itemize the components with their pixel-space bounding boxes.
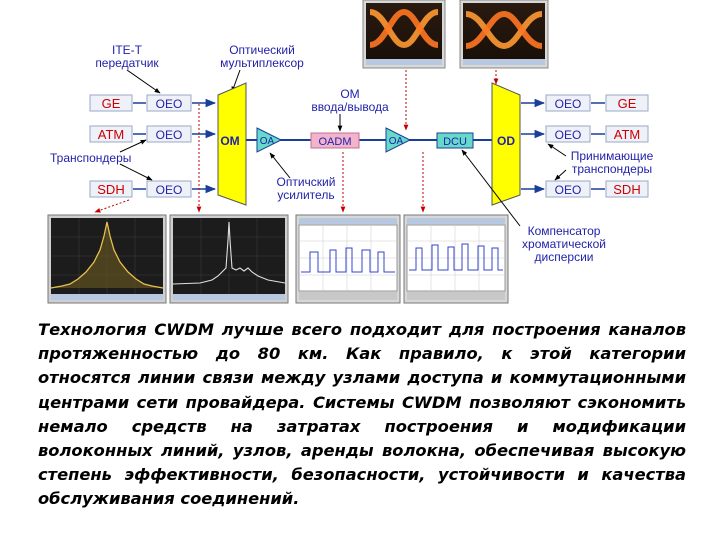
label-dispersion-comp-1: Компенсатор (528, 224, 601, 238)
svg-text:OEO: OEO (156, 97, 183, 111)
left-source-sdh: SDH (89, 180, 133, 198)
svg-text:OEO: OEO (555, 128, 582, 142)
label-itu-transmitter-2: передатчик (95, 56, 159, 70)
label-optical-mux-2: мультиплексор (220, 56, 304, 70)
right-oeo-3: OEO (545, 180, 591, 198)
optical-amplifier-1: OA (256, 127, 283, 153)
label-receiving-transponders-2: транспондеры (572, 162, 652, 176)
svg-text:OA: OA (260, 136, 275, 147)
left-oeo-2: OEO (146, 125, 192, 143)
svg-text:OEO: OEO (156, 128, 183, 142)
eye-diagram-screen-2 (459, 0, 549, 69)
left-source-ge: GE (89, 94, 133, 112)
svg-text:GE: GE (618, 96, 637, 111)
svg-text:OADM: OADM (319, 136, 352, 148)
right-sink-ge: GE (605, 94, 649, 112)
eye-diagram-screen-1 (362, 0, 446, 69)
dcu-block: DCU (436, 132, 474, 149)
svg-text:GE: GE (102, 96, 121, 111)
optical-amplifier-2: OA (385, 127, 412, 153)
label-dispersion-comp-3: дисперсии (535, 250, 594, 264)
description-paragraph: Технология CWDM лучше всего подходит для… (38, 320, 686, 509)
svg-text:OEO: OEO (555, 183, 582, 197)
svg-text:OEO: OEO (156, 183, 183, 197)
right-oeo-2: OEO (545, 125, 591, 143)
svg-text:OEO: OEO (555, 97, 582, 111)
spectrum-screen-1 (47, 214, 167, 304)
svg-text:OM: OM (220, 134, 239, 148)
svg-text:SDH: SDH (97, 182, 124, 197)
optical-multiplexer: OM (217, 82, 247, 206)
label-optical-amp-1: Оптичский (277, 175, 336, 189)
monitor-links (94, 70, 499, 213)
left-oeo-3: OEO (146, 180, 192, 198)
optical-demultiplexer: OD (491, 82, 521, 206)
svg-text:ATM: ATM (98, 127, 124, 142)
right-oeo-1: OEO (545, 94, 591, 112)
cwdm-network-diagram: ITE-T передатчик Оптический мультиплексо… (47, 0, 654, 304)
label-itu-transmitter-1: ITE-T (112, 43, 143, 57)
left-oeo-1: OEO (146, 94, 192, 112)
svg-text:SDH: SDH (613, 182, 640, 197)
svg-text:ATM: ATM (614, 127, 640, 142)
svg-text:OD: OD (497, 134, 515, 148)
label-optical-mux-1: Оптический (229, 43, 295, 57)
oadm-block: OADM (310, 132, 360, 149)
label-oadm-title-2: ввода/вывода (311, 100, 389, 114)
spectrum-screen-2 (169, 214, 289, 304)
svg-text:DCU: DCU (443, 136, 467, 148)
left-source-atm: ATM (89, 125, 133, 143)
label-oadm-title-1: ОМ (340, 87, 359, 101)
pulse-screen-1 (295, 214, 401, 304)
right-sink-atm: ATM (605, 125, 649, 143)
label-transponders: Транспондеры (50, 151, 131, 165)
svg-text:OA: OA (389, 136, 404, 147)
label-optical-amp-2: усилитель (277, 188, 334, 202)
pulse-screen-2 (403, 214, 509, 304)
label-receiving-transponders-1: Принимающие (571, 149, 654, 163)
right-sink-sdh: SDH (605, 180, 649, 198)
label-dispersion-comp-2: хроматической (522, 237, 606, 251)
